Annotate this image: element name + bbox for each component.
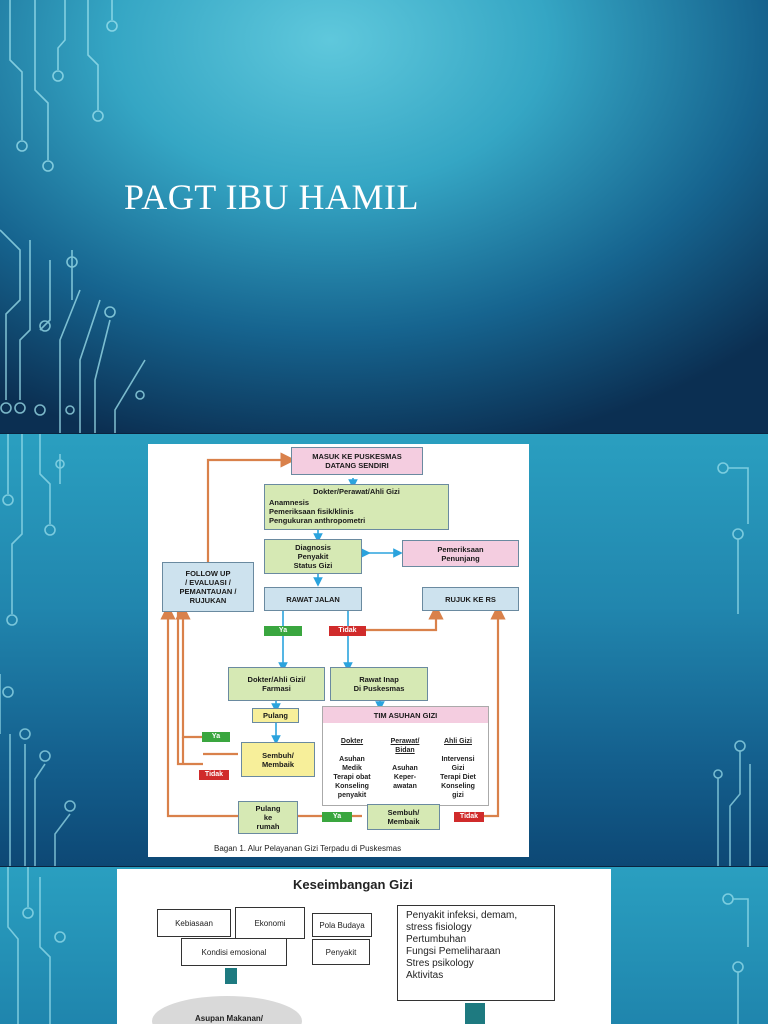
assessment-item: Anamnesis bbox=[269, 498, 310, 507]
tag-ya-left: Ya bbox=[202, 732, 230, 742]
tim-header: TIM ASUHAN GIZI bbox=[323, 707, 488, 723]
node-rawat-jalan: RAWAT JALAN bbox=[264, 587, 362, 611]
assessment-item: Pemeriksaan fisik/klinis bbox=[269, 507, 354, 516]
asupan-label: Asupan Makanan/ bbox=[195, 1014, 264, 1023]
circuit-decoration-right bbox=[722, 893, 749, 1024]
node-masuk-puskesmas: MASUK KE PUSKESMAS DATANG SENDIRI bbox=[291, 447, 423, 475]
tag-tidak: Tidak bbox=[329, 626, 366, 636]
node-pemeriksaan-penunjang: Pemeriksaan Penunjang bbox=[402, 540, 519, 567]
flowchart-connectors bbox=[160, 452, 506, 818]
box-factors: Penyakit infeksi, demam, stress fisiolog… bbox=[397, 905, 555, 1001]
keseimbangan-panel: Keseimbangan Gizi Kebiasaan Ekonomi Pola… bbox=[117, 869, 611, 1024]
node-dokter-title: Dokter/Perawat/Ahli Gizi bbox=[313, 487, 400, 496]
node-sembuh-membaik-left: Sembuh/ Membaik bbox=[241, 742, 315, 777]
circuit-decoration-right bbox=[713, 462, 751, 866]
tag-tidak-bottom: Tidak bbox=[454, 812, 484, 822]
tag-tidak-left: Tidak bbox=[199, 770, 229, 780]
node-pulang: Pulang bbox=[252, 708, 299, 723]
arrow-down bbox=[225, 968, 237, 984]
node-pulang-ke-rumah: Pulang ke rumah bbox=[238, 801, 298, 834]
box-kebiasaan: Kebiasaan bbox=[157, 909, 231, 937]
col-perawat-head: Perawat/ Bidan bbox=[390, 738, 420, 754]
teal-connector bbox=[465, 1003, 485, 1024]
tag-ya-bottom: Ya bbox=[322, 812, 352, 822]
slide-divider bbox=[0, 866, 768, 867]
col-ahli-gizi-head: Ahli Gizi bbox=[444, 738, 472, 745]
node-tim-asuhan-gizi: TIM ASUHAN GIZI Dokter Asuhan Medik Tera… bbox=[322, 706, 489, 806]
factor-item: Fungsi Pemeliharaan bbox=[406, 946, 501, 957]
slide-title: PAGT IBU HAMIL bbox=[124, 177, 420, 217]
slide-divider bbox=[0, 433, 768, 434]
box-penyakit: Penyakit bbox=[312, 939, 370, 965]
col-perawat: Perawat/ Bidan Asuhan Keper- awatan bbox=[381, 728, 429, 800]
flowchart-slide: MASUK KE PUSKESMAS DATANG SENDIRI Dokter… bbox=[0, 434, 768, 866]
assessment-item: Pengukuran anthropometri bbox=[269, 516, 366, 525]
factor-item: Stres psikology bbox=[406, 958, 474, 969]
box-pola-budaya: Pola Budaya bbox=[312, 913, 372, 937]
node-rujuk-ke-rs: RUJUK KE RS bbox=[422, 587, 519, 611]
factor-item: Penyakit infeksi, demam, bbox=[406, 910, 518, 921]
node-dokter-perawat-ahli-gizi: Dokter/Perawat/Ahli Gizi Anamnesis Pemer… bbox=[264, 484, 449, 530]
flowchart-panel: MASUK KE PUSKESMAS DATANG SENDIRI Dokter… bbox=[148, 444, 529, 857]
factor-item: Pertumbuhan bbox=[406, 934, 467, 945]
node-rawat-inap: Rawat Inap Di Puskesmas bbox=[330, 667, 428, 701]
keseimbangan-gizi-slide: Keseimbangan Gizi Kebiasaan Ekonomi Pola… bbox=[0, 867, 768, 1024]
circuit-decoration-left bbox=[0, 0, 146, 433]
box-ekonomi: Ekonomi bbox=[235, 907, 305, 939]
flowchart-caption: Bagan 1. Alur Pelayanan Gizi Terpadu di … bbox=[214, 844, 402, 853]
box-kondisi-emosional: Kondisi emosional bbox=[181, 938, 287, 966]
node-sembuh-membaik-bottom: Sembuh/ Membaik bbox=[367, 804, 440, 830]
title-slide: PAGT IBU HAMIL bbox=[0, 0, 768, 433]
col-perawat-body: Asuhan Keper- awatan bbox=[392, 765, 418, 790]
panel-title: Keseimbangan Gizi bbox=[293, 877, 413, 892]
factor-item: Aktivitas bbox=[406, 970, 444, 981]
col-dokter: Dokter Asuhan Medik Terapi obat Konselin… bbox=[329, 728, 375, 809]
tag-ya: Ya bbox=[264, 626, 302, 636]
factor-item: stress fisiology bbox=[406, 922, 472, 933]
circuit-decoration-left bbox=[7, 867, 66, 1024]
node-follow-up: FOLLOW UP / EVALUASI / PEMANTAUAN / RUJU… bbox=[162, 562, 254, 612]
col-dokter-body: Asuhan Medik Terapi obat Konseling penya… bbox=[333, 756, 371, 799]
node-dokter-farmasi: Dokter/Ahli Gizi/ Farmasi bbox=[228, 667, 325, 701]
circuit-decoration-left bbox=[0, 434, 76, 866]
col-ahli-gizi: Ahli Gizi Intervensi Gizi Terapi Diet Ko… bbox=[433, 728, 483, 809]
col-ahli-gizi-body: Intervensi Gizi Terapi Diet Konseling gi… bbox=[440, 756, 476, 799]
col-dokter-head: Dokter bbox=[340, 738, 364, 745]
node-diagnosis: Diagnosis Penyakit Status Gizi bbox=[264, 539, 362, 574]
